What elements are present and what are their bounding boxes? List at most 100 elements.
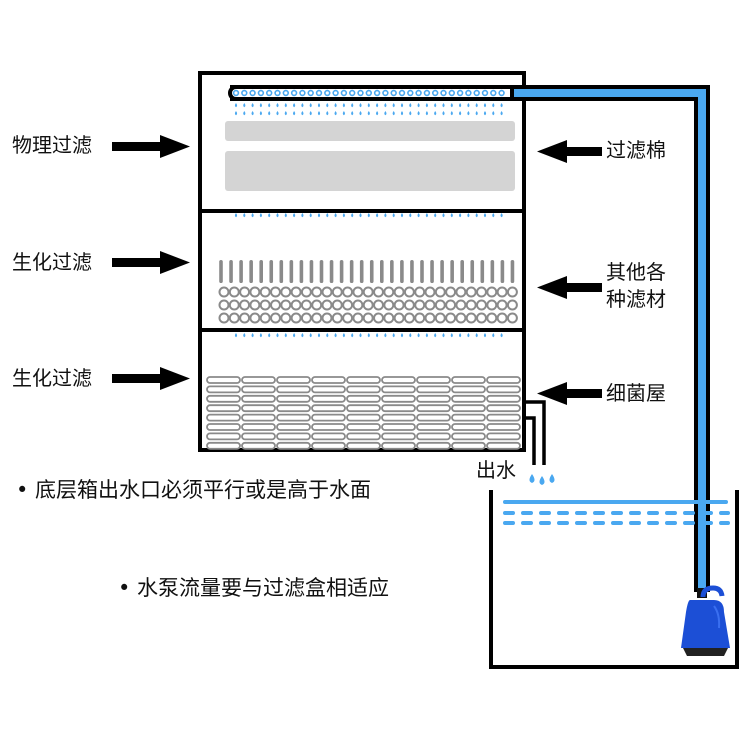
- bacteria-house-tube: [381, 441, 416, 450]
- drop-icon: [251, 213, 254, 218]
- spray-hole: [241, 89, 248, 97]
- drop-icon: [483, 333, 487, 338]
- bacteria-house-tube: [346, 394, 381, 403]
- label-bacteria-house: 细菌屋: [606, 381, 666, 405]
- bacteria-house-tube: [381, 376, 416, 384]
- drop-icon: [409, 103, 412, 108]
- bio-stick: [299, 260, 304, 283]
- spray-hole: [266, 89, 273, 97]
- bacteria-house-tube: [311, 432, 346, 441]
- drop-icon: [425, 103, 428, 108]
- spray-hole: [448, 89, 455, 97]
- ceramic-ring: [311, 299, 323, 311]
- bio-stick: [410, 260, 414, 283]
- ceramic-ring: [476, 286, 487, 298]
- bio-stick: [239, 260, 243, 283]
- bacteria-house-tube: [241, 413, 276, 422]
- drop-icon: [450, 333, 453, 338]
- outlet-pipe: [524, 400, 546, 465]
- spray-hole: [432, 89, 439, 97]
- bacteria-house-tube: [486, 432, 521, 441]
- bacteria-house-tube: [346, 413, 381, 422]
- drop-icon: [334, 111, 337, 116]
- label-bio-filtration-2: 生化过滤: [12, 366, 92, 390]
- bacteria-house-tube: [486, 441, 521, 450]
- bacteria-house-tube: [346, 432, 381, 441]
- ceramic-ring: [239, 312, 251, 324]
- bio-stick: [510, 260, 515, 283]
- spray-hole: [349, 89, 356, 97]
- drop-icon: [425, 333, 428, 338]
- drop-icon: [400, 213, 404, 218]
- ceramic-ring: [300, 286, 312, 298]
- bacteria-house-tube: [206, 394, 241, 403]
- ceramic-ring: [424, 312, 436, 324]
- ceramic-ring: [228, 312, 240, 324]
- drop-icon: [334, 333, 337, 338]
- bacteria-house-tube: [311, 441, 346, 450]
- spray-hole: [423, 89, 431, 97]
- ceramic-ring: [228, 299, 240, 311]
- bio-stick: [480, 260, 485, 283]
- drop-icon: [392, 111, 395, 116]
- drop-icon: [392, 333, 395, 338]
- drop-icon: [359, 333, 362, 338]
- drop-icon: [376, 333, 379, 338]
- bio-stick: [460, 260, 464, 283]
- drop-icon: [359, 111, 362, 116]
- drop-icon: [367, 333, 370, 338]
- water-drops-lower: [234, 333, 503, 338]
- ceramic-ring: [352, 299, 364, 311]
- bacteria-house-tube: [241, 394, 276, 403]
- spray-hole: [357, 89, 364, 97]
- bacteria-house-tube: [206, 385, 241, 394]
- drop-icon: [467, 111, 470, 116]
- drop-icon: [284, 103, 287, 108]
- ceramic-ring: [476, 299, 487, 311]
- bacteria-house-tube: [346, 423, 381, 431]
- drop-icon: [367, 103, 370, 108]
- drop-icon: [293, 111, 296, 116]
- spray-hole: [415, 89, 422, 97]
- spray-hole: [290, 89, 298, 97]
- arrow-left-icon: [537, 140, 602, 163]
- label-bio-filtration-1: 生化过滤: [12, 250, 92, 274]
- drop-icon: [475, 103, 478, 108]
- drop-icon: [450, 103, 453, 108]
- bio-stick: [279, 260, 284, 283]
- bacteria-house-tube: [206, 413, 241, 422]
- drop-icon: [434, 333, 437, 338]
- bacteria-house-tube: [241, 432, 276, 441]
- spray-hole: [373, 89, 381, 97]
- drop-icon: [251, 103, 254, 108]
- drop-icon: [243, 103, 246, 108]
- ceramic-ring: [383, 312, 395, 324]
- drop-icon: [492, 111, 495, 116]
- drop-icon: [326, 333, 329, 338]
- drop-icon: [483, 213, 487, 218]
- drop-icon: [417, 111, 420, 116]
- bio-stick: [359, 260, 364, 283]
- drop-icon: [276, 111, 279, 116]
- bacteria-house-tube: [486, 394, 521, 403]
- bacteria-house-tube: [486, 385, 521, 394]
- drop-icon: [259, 213, 262, 218]
- label-other-media-line1: 其他各: [606, 260, 666, 284]
- drop-icon: [326, 111, 329, 116]
- drop-icon: [529, 474, 535, 483]
- ceramic-ring: [445, 299, 457, 311]
- drop-icon: [317, 213, 321, 218]
- drop-icon: [400, 333, 404, 338]
- bio-stick: [390, 260, 394, 283]
- bacteria-house-tube: [346, 385, 381, 394]
- drop-icon: [376, 111, 379, 116]
- ceramic-ring: [362, 299, 374, 311]
- arrow-right-icon: [112, 367, 190, 390]
- bio-stick: [269, 260, 274, 283]
- ceramic-ring: [445, 312, 457, 324]
- ceramic-ring: [239, 299, 251, 311]
- drop-icon: [293, 213, 296, 218]
- drop-icon: [268, 213, 271, 218]
- note-pump-flow: • 水泵流量要与过滤盒相适应: [118, 576, 390, 600]
- bio-stick: [369, 260, 374, 283]
